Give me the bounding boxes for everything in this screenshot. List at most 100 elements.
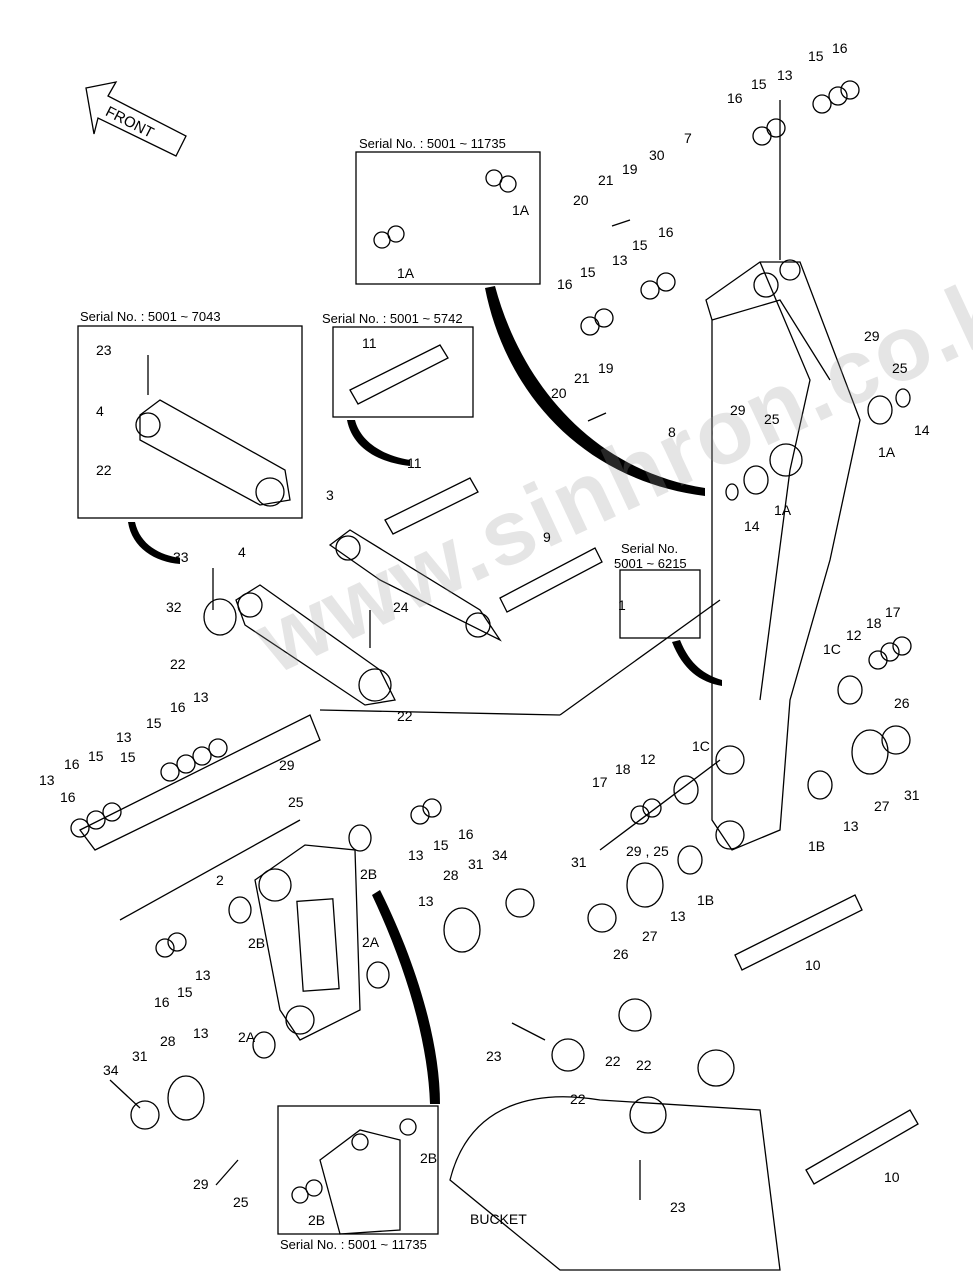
part-label: 1A: [512, 202, 530, 218]
boom-body: [705, 261, 861, 851]
part-label: 32: [166, 599, 182, 615]
part-label: 2A: [362, 934, 380, 950]
part-label: 11: [407, 455, 422, 471]
part-label: 15: [580, 264, 596, 280]
part-label: 31: [904, 787, 920, 803]
part-label: 13: [670, 908, 686, 924]
part-label: 29: [730, 402, 746, 418]
part-label: 25: [233, 1194, 249, 1210]
part-label: 22: [636, 1057, 652, 1073]
part-label: 21: [574, 370, 590, 386]
part-label: 15: [632, 237, 648, 253]
part-label: 1A: [878, 444, 896, 460]
inset-frame-bottom: [277, 1105, 439, 1235]
part-label: 30: [649, 147, 665, 163]
bucket-label: BUCKET: [470, 1211, 527, 1227]
part-label: 20: [573, 192, 589, 208]
part-label: 4: [238, 544, 246, 560]
part-label: 2B: [248, 935, 266, 951]
bolts: [147, 219, 641, 1200]
part-label: 8: [668, 424, 676, 440]
part-label: 15: [120, 749, 136, 765]
part-label: 3: [326, 487, 334, 503]
inset-frame-left: [77, 325, 303, 519]
pin-11: [384, 477, 479, 535]
part-label: 29: [279, 757, 295, 773]
bucket-outline: [449, 1096, 781, 1271]
part-label: 14: [914, 422, 930, 438]
part-label: 27: [874, 798, 890, 814]
part-label: 1A: [774, 502, 792, 518]
part-label: 29 , 25: [626, 843, 669, 859]
part-label: 13: [777, 67, 793, 83]
serial-small-line2: 5001 ~ 6215: [614, 556, 687, 571]
part-label: 29: [864, 328, 880, 344]
inset-caption: Serial No. : 5001 ~ 5742: [322, 311, 463, 326]
inset-frame-top: [355, 151, 541, 285]
part-label: 2B: [420, 1150, 438, 1166]
part-label: 31: [571, 854, 587, 870]
part-label: 23: [670, 1199, 686, 1215]
part-label: 13: [39, 772, 55, 788]
part-label: 21: [598, 172, 614, 188]
part-label: 25: [764, 411, 780, 427]
part-label: 2B: [308, 1212, 326, 1228]
inset-caption: Serial No. : 5001 ~ 11735: [359, 136, 506, 151]
part-label: 17: [592, 774, 608, 790]
part-label: 15: [146, 715, 162, 731]
part-label: 23: [96, 342, 112, 358]
part-label: 22: [170, 656, 186, 672]
part-label: 20: [551, 385, 567, 401]
part-label: 4: [96, 403, 104, 419]
part-label: 16: [458, 826, 474, 842]
serial-small-line1: Serial No.: [621, 541, 679, 556]
part-label: 34: [492, 847, 508, 863]
part-label: 34: [103, 1062, 119, 1078]
part-label: 16: [170, 699, 186, 715]
part-label: 25: [288, 794, 304, 810]
part-label: 1C: [823, 641, 841, 657]
part-label: 2: [216, 872, 224, 888]
part-label: 23: [486, 1048, 502, 1064]
part-label: 16: [727, 90, 743, 106]
part-label: 28: [160, 1033, 176, 1049]
part-label: 27: [642, 928, 658, 944]
part-label: 13: [193, 689, 209, 705]
part-label: 1A: [397, 265, 415, 281]
part-label: 15: [808, 48, 824, 64]
part-label: 26: [613, 946, 629, 962]
part-label: 17: [885, 604, 901, 620]
part-label: 13: [195, 967, 211, 983]
pin-10-lower: [805, 1109, 919, 1185]
part-label: 16: [64, 756, 80, 772]
part-label: 13: [408, 847, 424, 863]
part-label: 10: [805, 957, 821, 973]
part-label: 13: [418, 893, 434, 909]
part-label: 14: [744, 518, 760, 534]
part-label: 16: [557, 276, 573, 292]
inset-caption: Serial No. : 5001 ~ 11735: [280, 1237, 427, 1252]
part-label: 18: [615, 761, 631, 777]
part-label: 26: [894, 695, 910, 711]
part-label: 16: [658, 224, 674, 240]
link-2: [254, 844, 361, 1041]
part-label: 2A: [238, 1029, 256, 1045]
part-label: 12: [640, 751, 656, 767]
part-label: 33: [173, 549, 189, 565]
part-label: 13: [843, 818, 859, 834]
pin-10-upper: [734, 894, 863, 971]
part-label: 25: [892, 360, 908, 376]
part-label: 1C: [692, 738, 710, 754]
part-label: 24: [393, 599, 409, 615]
link-4: [235, 584, 396, 706]
inset-caption: Serial No. : 5001 ~ 7043: [80, 309, 221, 324]
part-label: 10: [884, 1169, 900, 1185]
part-label: 15: [751, 76, 767, 92]
part-label: 13: [193, 1025, 209, 1041]
part-label: 22: [96, 462, 112, 478]
part-label: 9: [543, 529, 551, 545]
part-label: 13: [116, 729, 132, 745]
inset-frame-small: [619, 569, 701, 639]
